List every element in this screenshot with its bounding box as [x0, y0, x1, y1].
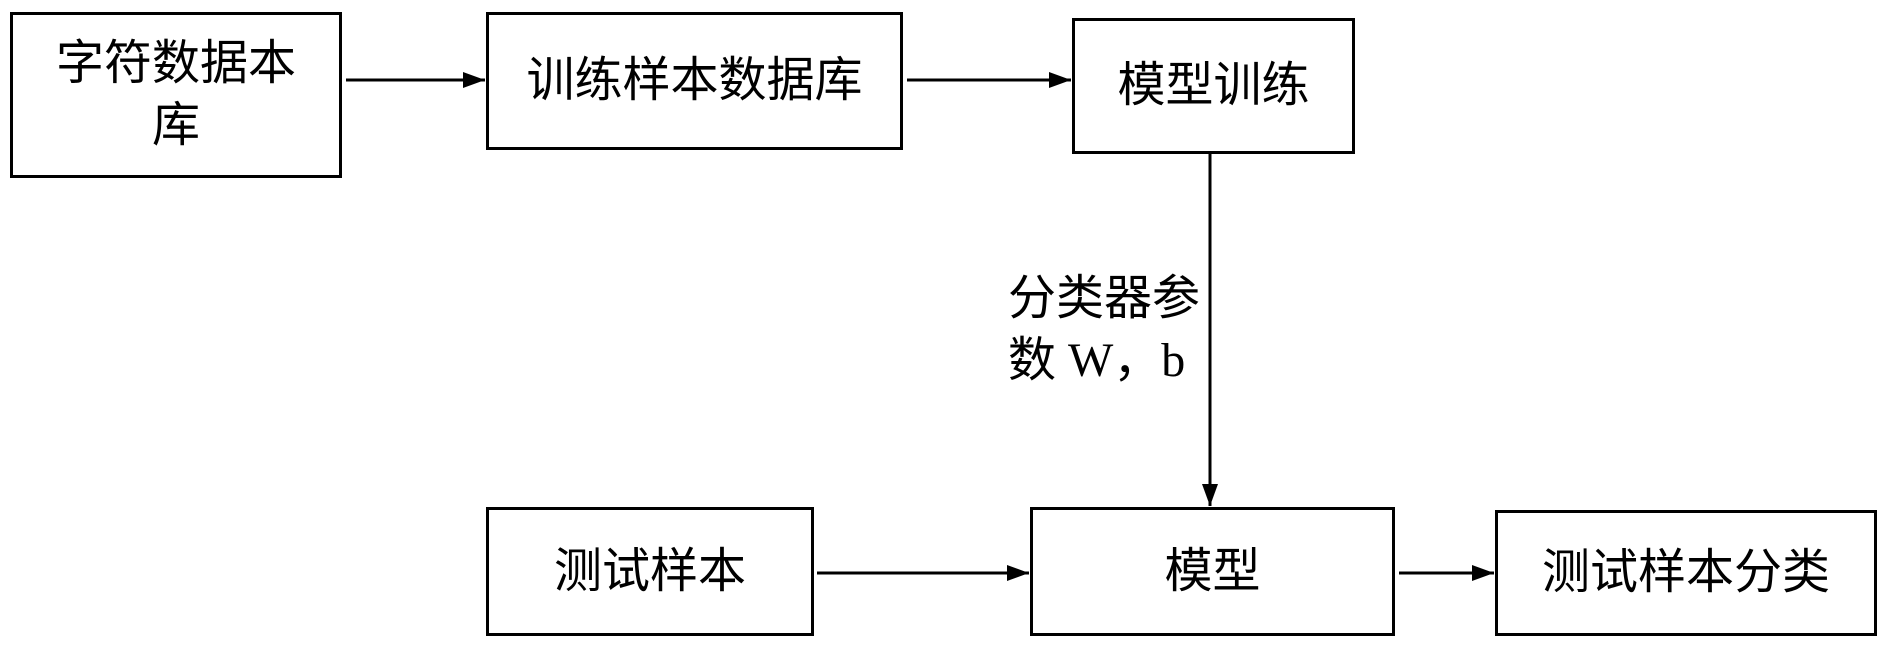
node-label: 库: [151, 99, 200, 152]
node-model-training: 模型训练: [1072, 18, 1355, 154]
node-label: 模型训练: [1117, 59, 1310, 112]
node-label: 测试样本: [553, 544, 746, 598]
edge-label-line: 数 W，b: [1008, 334, 1186, 387]
node-model: 模型: [1030, 507, 1395, 636]
node-character-database: 字符数据本 库: [10, 12, 342, 178]
edge-label-line: 分类器参: [1008, 272, 1201, 325]
node-training-sample-database: 训练样本数据库: [486, 12, 903, 150]
node-label: 训练样本数据库: [526, 54, 863, 107]
node-label: 测试样本分类: [1541, 546, 1830, 599]
node-test-sample-classification: 测试样本分类: [1495, 510, 1877, 636]
node-test-sample: 测试样本: [486, 507, 814, 636]
node-label: 模型: [1164, 544, 1261, 598]
node-label: 字符数据本: [55, 37, 296, 90]
edge-label-classifier-params: 分类器参 数 W，b: [1008, 268, 1200, 392]
